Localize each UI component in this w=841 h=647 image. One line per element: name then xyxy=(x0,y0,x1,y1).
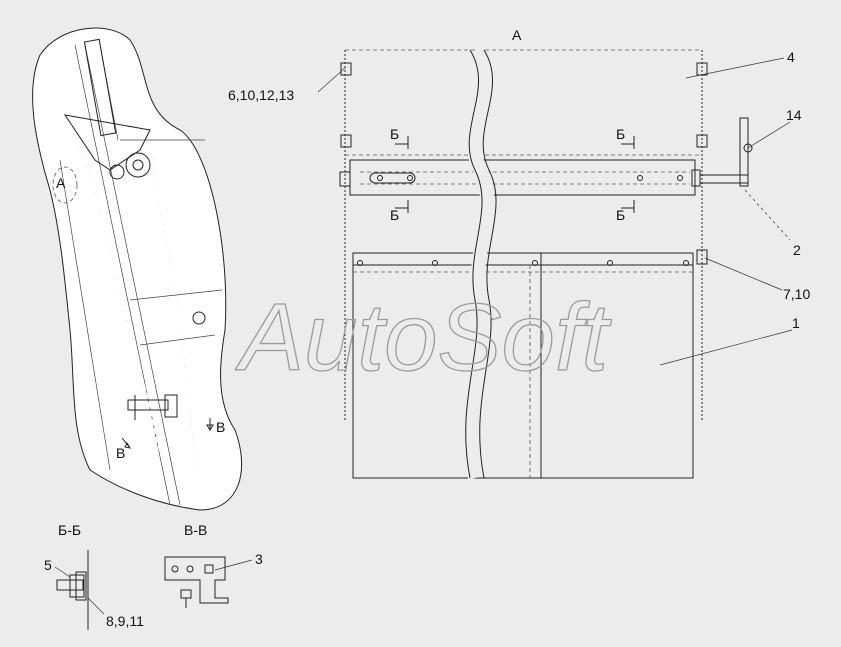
view-a-title: А xyxy=(512,27,522,43)
label-2: 2 xyxy=(793,242,801,258)
section-v-mark-left: В xyxy=(116,445,125,461)
section-v-v: В-В xyxy=(164,522,253,608)
chain-left xyxy=(68,124,167,471)
section-v-mark-right: В xyxy=(216,419,225,435)
label-7-10: 7,10 xyxy=(783,286,810,302)
label-14: 14 xyxy=(786,107,802,123)
section-b-b-title: Б-Б xyxy=(58,522,81,538)
detail-outline xyxy=(32,27,242,511)
label-5: 5 xyxy=(44,557,52,573)
chain-right xyxy=(148,144,200,491)
label-6-10-12-13: 6,10,12,13 xyxy=(228,87,294,103)
section-b-mark-3: Б xyxy=(390,207,399,223)
detail-view-chain: А В В xyxy=(32,27,242,511)
main-view-mudflap: А xyxy=(317,27,793,480)
label-3: 3 xyxy=(255,551,263,567)
section-b-mark-1: Б xyxy=(390,126,399,142)
watermark: AutoSoft xyxy=(235,284,612,391)
section-b-b: Б-Б xyxy=(54,522,105,630)
section-b-mark-2: Б xyxy=(616,126,625,142)
label-1: 1 xyxy=(792,315,800,331)
section-v-v-title: В-В xyxy=(184,522,207,538)
label-4: 4 xyxy=(787,49,795,65)
label-8-9-11: 8,9,11 xyxy=(106,613,144,629)
detail-callout-label: А xyxy=(56,175,66,191)
section-b-mark-4: Б xyxy=(616,207,625,223)
